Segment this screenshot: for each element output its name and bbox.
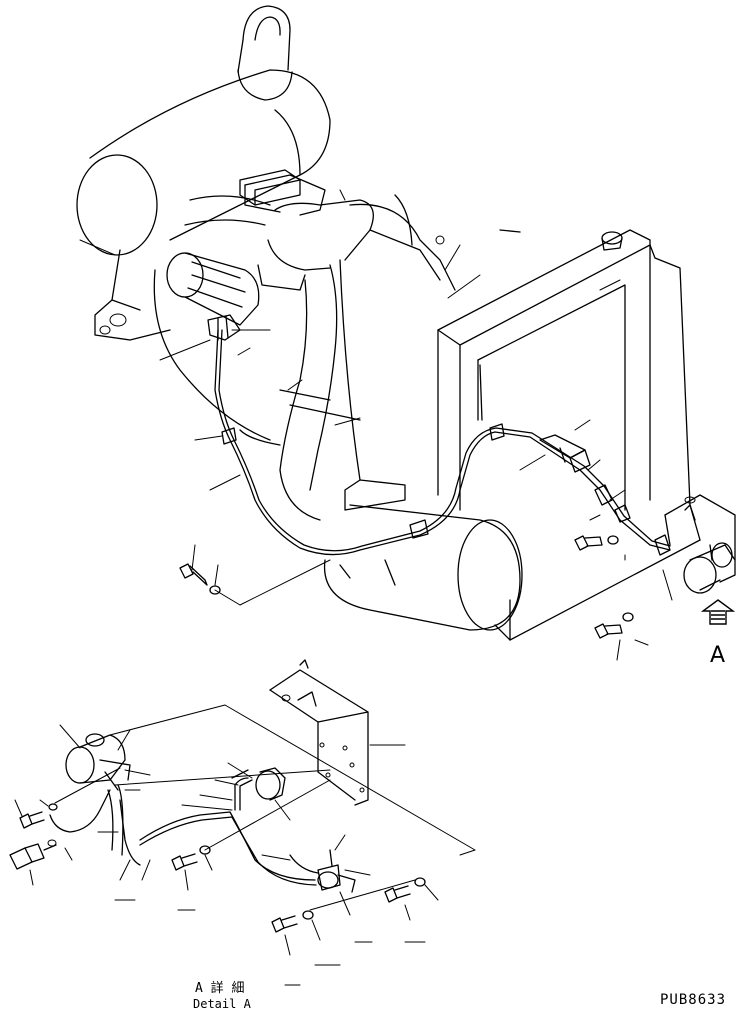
leader-lines-detail (14, 704, 476, 986)
radiator (437, 229, 701, 641)
wire-harness (207, 314, 671, 556)
detail-title-en: Detail A (193, 997, 252, 1011)
detail-a-switch (317, 849, 356, 893)
detail-title-jp: A 詳 細 (195, 980, 244, 996)
detail-a-horn (231, 767, 286, 811)
detail-a-wire-harness (9, 777, 319, 886)
drawing-code: PUB8633 (660, 992, 726, 1008)
bolt-washer-set-top (179, 535, 634, 639)
engine-assembly (76, 5, 523, 631)
leader-lines-top (79, 189, 673, 661)
detail-a-bolts (19, 803, 426, 933)
relay-bracket (664, 494, 736, 594)
view-arrow: A (700, 599, 736, 668)
detail-a-bracket (269, 659, 369, 806)
view-arrow-label: A (710, 643, 725, 668)
